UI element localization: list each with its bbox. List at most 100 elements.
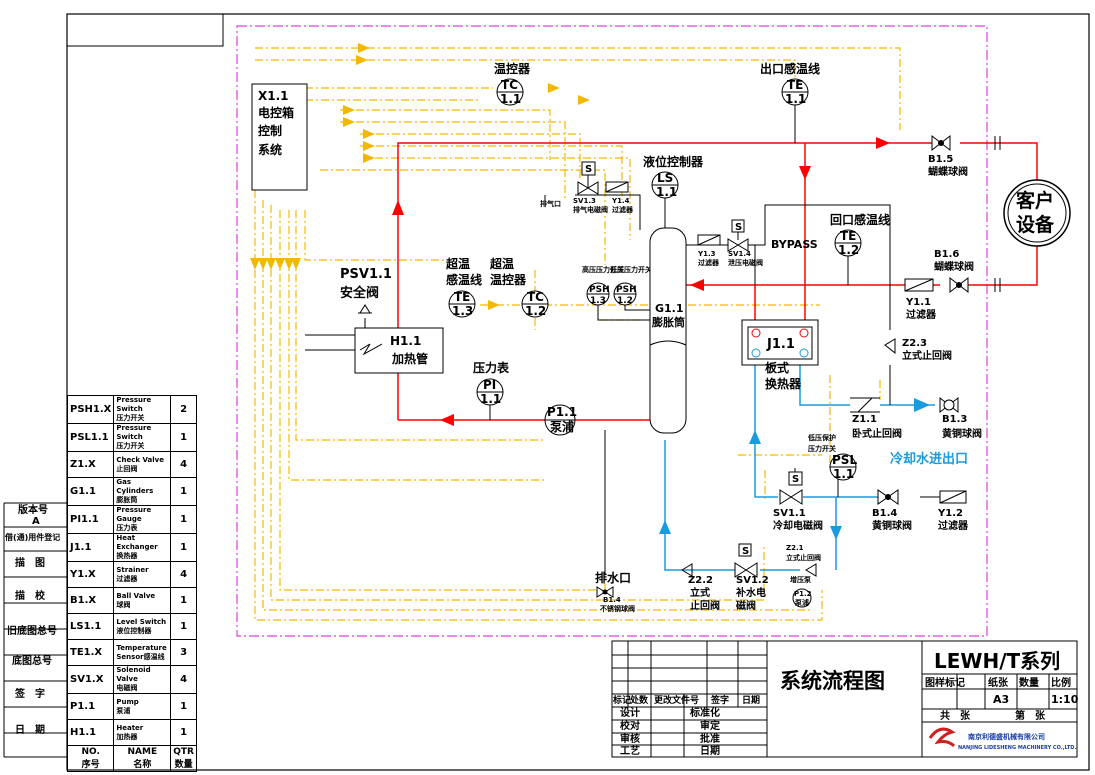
valve-sv14: Y1.3 过滤器 S SV1.4 泄压电磁阀 BYPASS [697, 219, 818, 267]
system-boundary [236, 25, 988, 637]
bom-qty: 3 [170, 639, 197, 666]
bom-en: Heat Exchanger [116, 534, 158, 551]
svg-text:B1.3: B1.3 [942, 414, 967, 425]
svg-text:B1.6: B1.6 [934, 249, 959, 260]
svg-text:签字: 签字 [710, 694, 729, 706]
svg-text:立式止回阀: 立式止回阀 [902, 349, 952, 362]
svg-text:1.2: 1.2 [525, 304, 546, 318]
x11-l1: 电控箱 [258, 105, 294, 120]
bom-header-cell: NO.序号 [66, 745, 115, 772]
svg-text:版本号: 版本号 [18, 503, 48, 516]
svg-text:压力表: 压力表 [473, 360, 510, 375]
svg-text:温控器: 温控器 [490, 272, 527, 287]
valve-b15: B1.5 蝴蝶球阀 [928, 134, 968, 178]
svg-text:泵浦: 泵浦 [794, 598, 809, 607]
svg-text:TC: TC [527, 290, 544, 304]
svg-text:描 校: 描 校 [15, 589, 46, 602]
flow-arrows-blue [659, 398, 930, 540]
svg-text:BYPASS: BYPASS [771, 238, 818, 251]
svg-text:1.1: 1.1 [480, 392, 501, 406]
bom-qty: 1 [170, 533, 197, 562]
svg-text:增压泵: 增压泵 [790, 575, 811, 584]
bom-qty: 1 [170, 693, 197, 720]
svg-text:设计: 设计 [620, 706, 640, 719]
x11-tag: X1.1 [258, 89, 289, 103]
svg-text:换热器: 换热器 [765, 376, 802, 391]
bom-en: Check Valve [116, 455, 164, 464]
svg-text:借(通)用件登记: 借(通)用件登记 [4, 532, 60, 542]
heat-exchanger-j11: J1.1 板式 换热器 [741, 319, 819, 391]
svg-text:蝴蝶球阀: 蝴蝶球阀 [928, 165, 968, 178]
valve-sv11: S SV1.1 冷却电磁阀 [773, 471, 823, 532]
bom-cn: 止回阀 [116, 464, 138, 473]
svg-text:日期: 日期 [742, 694, 760, 706]
svg-text:日期: 日期 [700, 744, 720, 757]
instrument-te12: 回口感温线 TE 1.2 [830, 212, 890, 285]
svg-text:膨胀筒: 膨胀筒 [651, 315, 685, 329]
svg-text:1.1: 1.1 [833, 467, 854, 481]
svg-text:1.1: 1.1 [785, 92, 806, 106]
bom-cn: 膨胀筒 [116, 496, 138, 504]
svg-text:描 图: 描 图 [15, 556, 45, 569]
bom-code: PSL1.1 [66, 423, 115, 452]
svg-text:板式: 板式 [765, 360, 789, 375]
svg-text:黄铜球阀: 黄铜球阀 [942, 427, 982, 440]
svg-text:1:10: 1:10 [1051, 693, 1079, 706]
title-block-lines [611, 640, 1078, 758]
bom-code: SV1.X [66, 665, 115, 694]
bom-qty: 1 [170, 613, 197, 640]
svg-text:南京利德盛机械有限公司: 南京利德盛机械有限公司 [968, 732, 1045, 741]
title-block: 标记 处数 更改文件号 签字 日期 设计 标准化 校对 审定 审核 批准 工艺 … [612, 649, 1079, 757]
svg-text:标记: 标记 [612, 694, 631, 706]
svg-text:黄铜球阀: 黄铜球阀 [872, 519, 912, 532]
svg-text:高压压力开关: 高压压力开关 [582, 265, 624, 274]
svg-text:液位控制器: 液位控制器 [643, 154, 704, 169]
x11-l3: 系统 [258, 142, 282, 157]
svg-text:设备: 设备 [1016, 213, 1055, 236]
svg-text:S: S [742, 546, 749, 557]
svg-text:加热管: 加热管 [391, 351, 428, 366]
svg-text:Z2.3: Z2.3 [902, 338, 927, 349]
bom-qty: 1 [170, 423, 197, 452]
svg-text:P1.1: P1.1 [547, 405, 577, 419]
bom-code: P1.1 [66, 693, 115, 720]
signal-arrows [250, 43, 590, 310]
bom-en: Temperature [116, 643, 167, 652]
svg-text:排水口: 排水口 [595, 570, 631, 585]
bom-cn: Sensor感温线 [116, 652, 165, 661]
expansion-tank-g11: G1.1 膨胀筒 [649, 227, 687, 434]
svg-text:SV1.4: SV1.4 [728, 250, 751, 258]
svg-text:温控器: 温控器 [494, 61, 531, 76]
instrument-psh12: 低压压力开关 PSH 1.2 [609, 265, 652, 306]
svg-text:卧式止回阀: 卧式止回阀 [852, 427, 902, 440]
svg-text:TE: TE [454, 290, 470, 304]
svg-text:TE: TE [787, 78, 803, 92]
bom-cn: 加热器 [116, 732, 138, 741]
instrument-pi11: 压力表 PI 1.1 [473, 360, 510, 420]
svg-text:超温: 超温 [445, 256, 470, 271]
svg-text:压力开关: 压力开关 [808, 444, 836, 453]
svg-text:不锈钢球阀: 不锈钢球阀 [600, 604, 635, 613]
svg-text:感温线: 感温线 [446, 272, 482, 287]
svg-text:处数: 处数 [629, 694, 649, 706]
svg-text:低压保护: 低压保护 [807, 433, 836, 442]
svg-text:过滤器: 过滤器 [938, 519, 969, 532]
bom-cn: 液位控制器 [116, 626, 152, 635]
bom-en: Pressure Gauge [116, 506, 152, 523]
svg-text:补水电: 补水电 [735, 586, 766, 599]
check-valve-z21: Z2.1 立式止回阀 [786, 544, 821, 577]
strainer-y12: Y1.2 过滤器 [937, 490, 969, 532]
svg-text:蝴蝶球阀: 蝴蝶球阀 [934, 260, 974, 273]
